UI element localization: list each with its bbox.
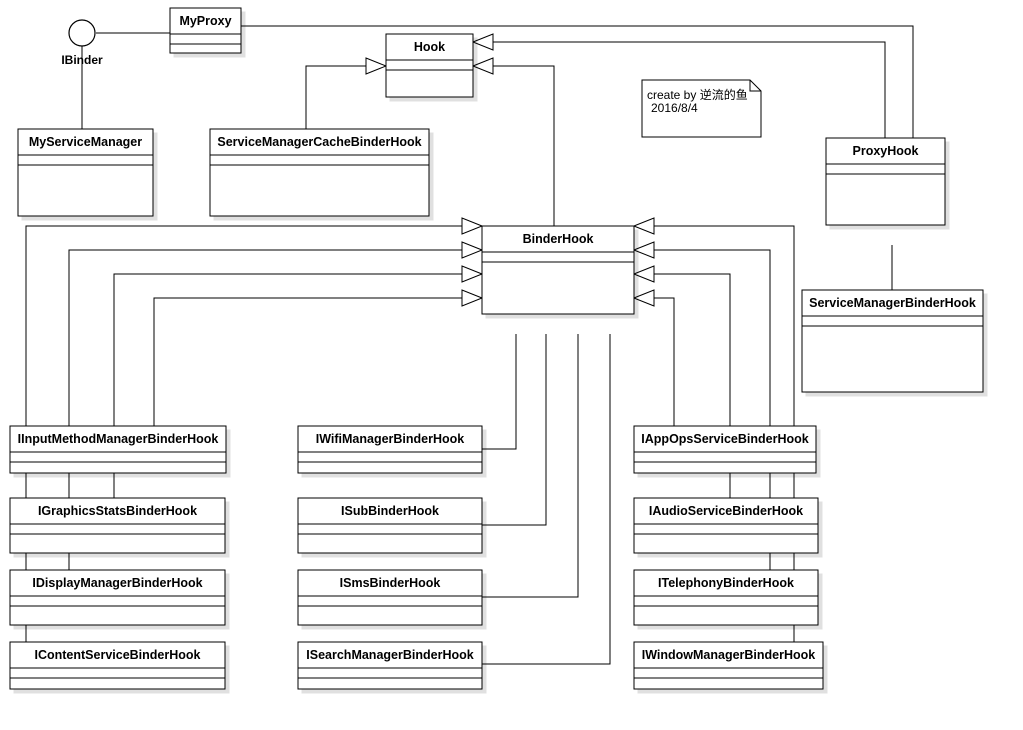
class-box [169,7,242,54]
hook-generalization-arrow [365,57,388,75]
class-box [9,641,226,690]
class-name: IInputMethodManagerBinderHook [18,432,219,446]
class-smcachebinderhook[interactable]: ServiceManagerCacheBinderHook [209,128,430,217]
class-iaudio[interactable]: IAudioServiceBinderHook [633,497,819,554]
class-box [385,33,474,98]
class-box [209,128,430,217]
class-name: BinderHook [523,232,594,246]
iaudio-generalization-line [654,273,731,498]
class-name: IContentServiceBinderHook [34,648,200,662]
class-box [297,497,483,554]
binderhook-generalization-arrow [632,241,655,259]
class-box [297,569,483,626]
binderhook-generalization-arrow [461,289,484,307]
interface-name: IBinder [61,53,103,67]
class-name: MyServiceManager [29,135,142,149]
binderhook-generalization-arrow [461,241,484,259]
class-name: ISearchManagerBinderHook [306,648,473,662]
myproxy-proxyhook-line [241,25,914,138]
class-name: IGraphicsStatsBinderHook [38,504,197,518]
binderhook-generalization-arrow [632,265,655,283]
class-iappops[interactable]: IAppOpsServiceBinderHook [633,425,817,474]
note-shape [641,79,762,138]
class-isearch[interactable]: ISearchManagerBinderHook [297,641,483,690]
class-iwifi[interactable]: IWifiManagerBinderHook [297,425,483,474]
class-name: Hook [414,40,445,54]
class-name: IWifiManagerBinderHook [316,432,465,446]
class-box [297,641,483,690]
class-box [633,425,817,474]
class-idisplay[interactable]: IDisplayManagerBinderHook [9,569,226,626]
binderhook-generalization-arrow [461,217,484,235]
binderhook-generalization-arrow [632,289,655,307]
iwifi-generalization-line [482,334,517,450]
class-name: ISubBinderHook [341,504,439,518]
class-box [801,289,984,393]
class-iwindow[interactable]: IWindowManagerBinderHook [633,641,824,690]
iappops-generalization-line [654,297,675,426]
iinputmethod-generalization-line [153,297,462,426]
class-name: IWindowManagerBinderHook [642,648,816,662]
note-fold [749,80,761,92]
class-isub[interactable]: ISubBinderHook [297,497,483,554]
class-name: ServiceManagerBinderHook [809,296,976,310]
class-igraphics[interactable]: IGraphicsStatsBinderHook [9,497,226,554]
isub-generalization-line [482,334,547,526]
class-myservicemanager[interactable]: MyServiceManager [17,128,154,217]
class-box [633,497,819,554]
class-box [297,425,483,474]
hook-generalization-arrow [471,33,494,51]
class-proxyhook[interactable]: ProxyHook [825,137,946,226]
ibinder-interface: IBinder [61,19,103,67]
class-icontent[interactable]: IContentServiceBinderHook [9,641,226,690]
class-box [9,425,227,474]
proxyhook-generalization-line [493,41,886,138]
class-name: IDisplayManagerBinderHook [32,576,202,590]
note-line-1: create by 逆流的鱼 [647,87,748,102]
isms-generalization-line [482,334,579,598]
class-box [633,569,819,626]
interface-circle-icon [68,19,96,47]
igraphics-generalization-line [113,273,462,498]
binderhook-generalization-line [493,65,555,226]
class-name: ISmsBinderHook [340,576,441,590]
class-hook[interactable]: Hook [385,33,474,98]
class-isms[interactable]: ISmsBinderHook [297,569,483,626]
class-name: ProxyHook [853,144,919,158]
class-name: ITelephonyBinderHook [658,576,794,590]
binderhook-generalization-arrow [461,265,484,283]
class-name: ServiceManagerCacheBinderHook [217,135,421,149]
class-binderhook[interactable]: BinderHook [481,225,635,315]
class-iinputmethod[interactable]: IInputMethodManagerBinderHook [9,425,227,474]
isearch-generalization-line [482,334,611,665]
class-box [481,225,635,315]
smcache-generalization-line [305,65,366,129]
class-box [9,497,226,554]
class-box [17,128,154,217]
class-box [633,641,824,690]
class-name: IAudioServiceBinderHook [649,504,803,518]
note-line-2: 2016/8/4 [651,101,698,115]
class-smbinderhook[interactable]: ServiceManagerBinderHook [801,289,984,393]
hook-generalization-arrow [471,57,494,75]
relationship-lines [25,25,914,665]
class-name: IAppOpsServiceBinderHook [641,432,808,446]
class-box [9,569,226,626]
class-myproxy[interactable]: MyProxy [169,7,242,54]
binderhook-generalization-arrow [632,217,655,235]
class-box [825,137,946,226]
class-name: MyProxy [179,14,231,28]
class-itelephony[interactable]: ITelephonyBinderHook [633,569,819,626]
